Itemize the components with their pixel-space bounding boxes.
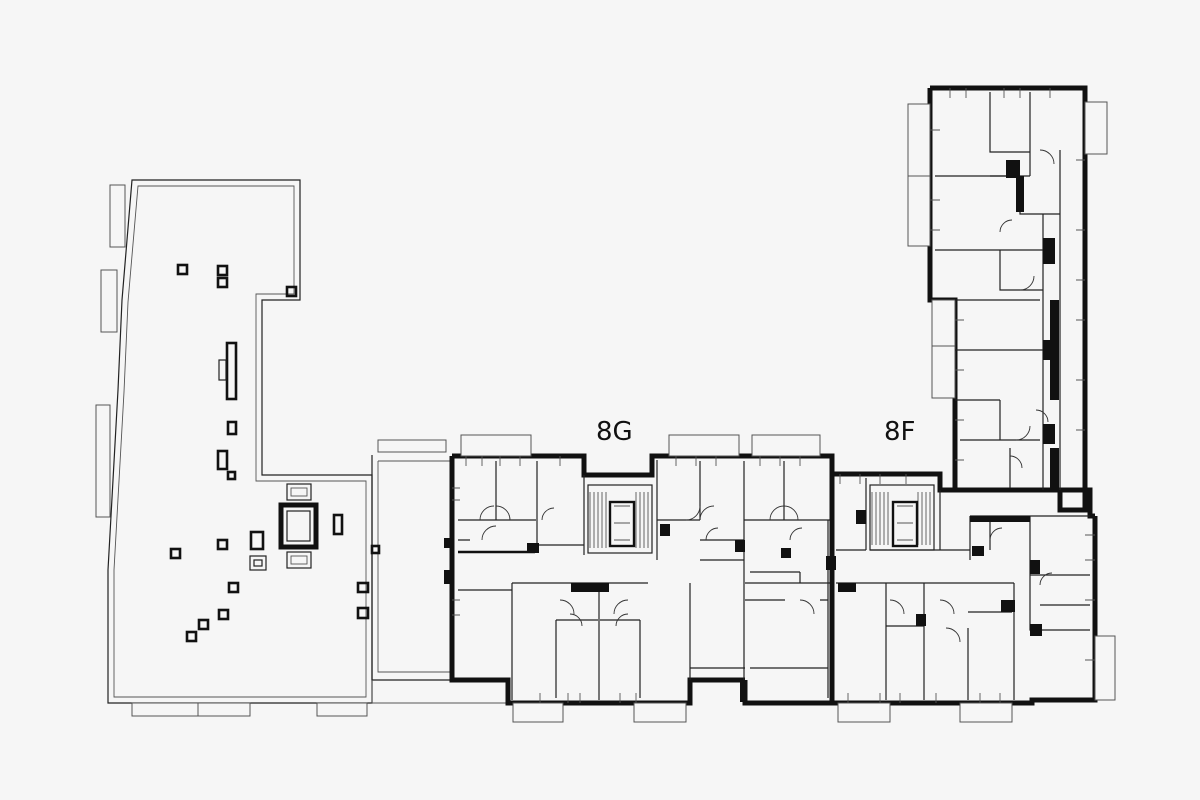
section-8f-plan: [829, 85, 1116, 723]
section-8g-plan: [444, 434, 836, 723]
label-8g: 8G: [596, 417, 633, 447]
label-8f: 8F: [884, 417, 916, 447]
rooftop-unit: [278, 483, 319, 569]
roof-vents: [169, 263, 381, 643]
roof-terrace: [95, 179, 510, 717]
